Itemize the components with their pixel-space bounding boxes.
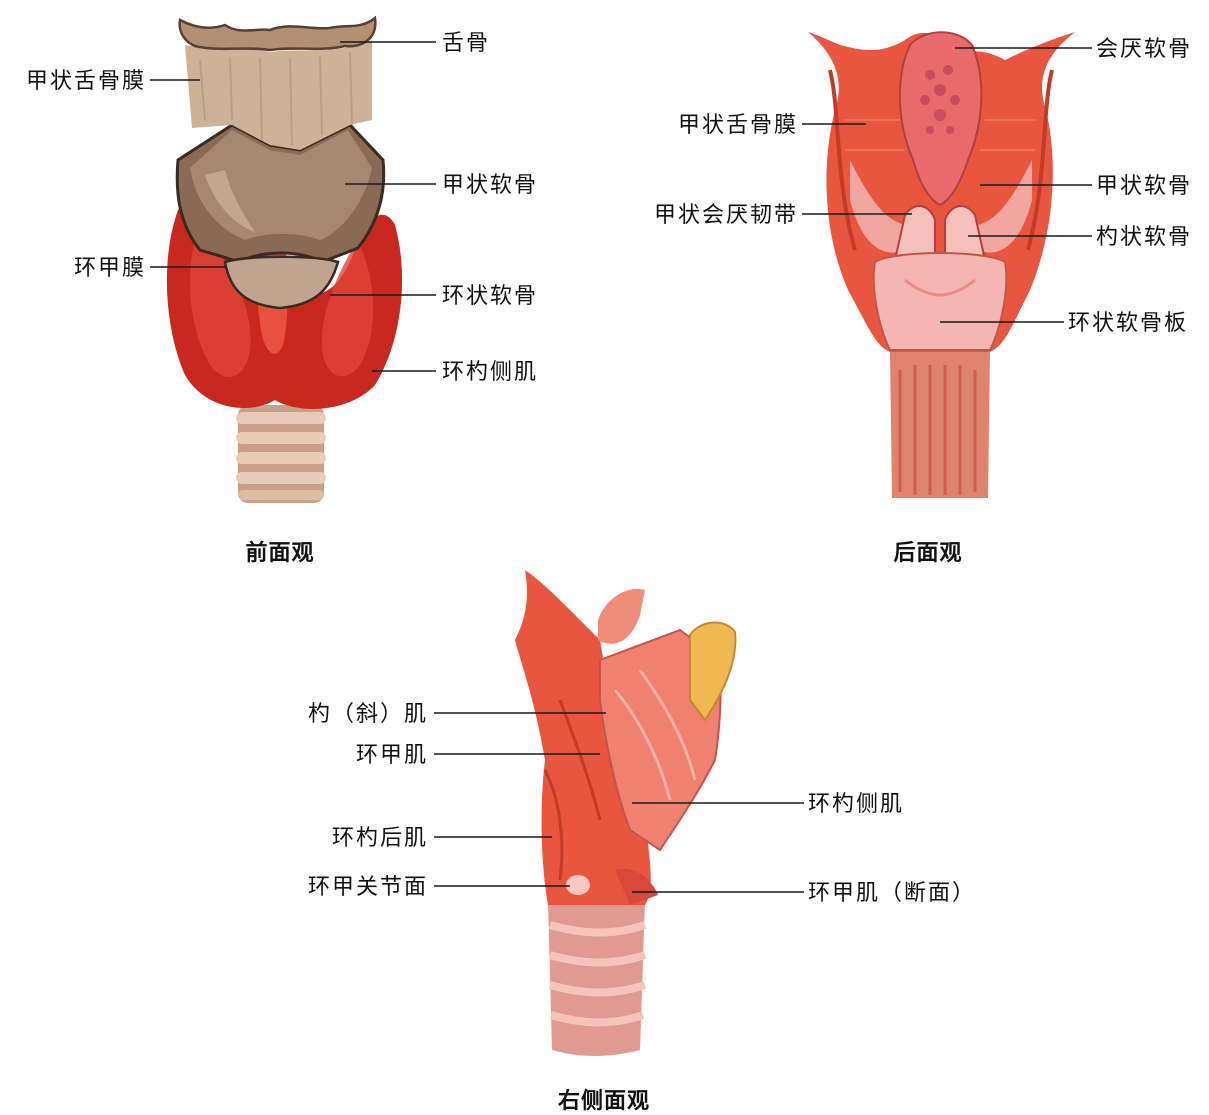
back-view [808,32,1075,498]
label-cricoid-cartilage: 环状软骨 [442,284,538,309]
front-trachea [236,405,326,503]
label-lateral-cricoarytenoid-front: 环杓侧肌 [442,360,538,385]
label-lateral-cricoarytenoid-side: 环杓侧肌 [808,792,904,817]
side-cricothyroid-joint-facet [566,875,590,895]
label-cricothyroid-joint: 环甲关节面 [308,875,428,900]
side-view [515,570,735,1056]
back-cricoid-lamina [874,253,1007,350]
caption-side-view: 右侧面观 [558,1089,650,1114]
label-arytenoid-cartilage: 杓状软骨 [1096,225,1192,250]
label-thyrohyoid-membrane-front: 甲状舌骨膜 [26,69,146,94]
label-posterior-cricoarytenoid: 环杓后肌 [332,826,428,851]
label-cricoid-lamina: 环状软骨板 [1068,311,1188,336]
front-view [167,18,402,503]
caption-front-view: 前面观 [245,540,314,566]
label-epiglottis: 会厌软骨 [1096,37,1192,62]
label-oblique-arytenoid: 杓（斜）肌 [308,702,428,727]
label-hyoid: 舌骨 [442,31,490,56]
label-thyroepiglottic-ligament: 甲状会厌韧带 [654,203,798,228]
label-cricothyroid-muscle: 环甲肌 [356,743,428,768]
caption-back-view: 后面观 [893,541,962,566]
label-thyroid-cartilage-front: 甲状软骨 [442,173,538,198]
label-cricothyroid-membrane: 环甲膜 [74,256,146,281]
side-trachea [548,900,645,1056]
side-epiglottis [598,589,645,644]
label-thyrohyoid-membrane-back: 甲状舌骨膜 [678,113,798,138]
label-thyroid-cartilage-back: 甲状软骨 [1096,174,1192,199]
side-hyoid-section [690,623,735,720]
front-hyoid-bone [180,18,376,50]
label-cricothyroid-section: 环甲肌（断面） [808,881,976,906]
